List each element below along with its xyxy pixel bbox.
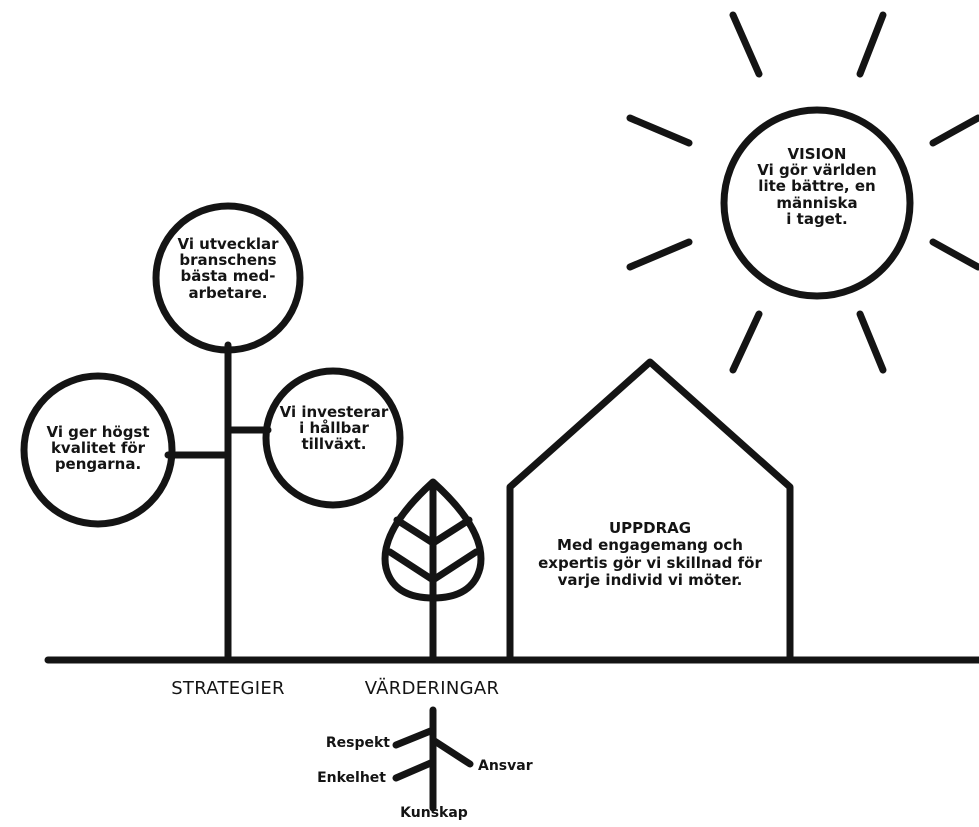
mission-text: UPPDRAG Med engagemang och expertis gör …	[538, 519, 762, 589]
strategy-circle-right	[262, 367, 404, 509]
values-leaf-vein-upper	[393, 516, 473, 547]
strategy-top-text: Vi utvecklar branschens bästa med- arbet…	[177, 235, 279, 302]
strategy-circle-left	[20, 372, 176, 528]
strategy-circle-top	[152, 202, 304, 354]
root-label-respekt: Respekt	[325, 735, 390, 751]
vision-text: VISION Vi gör världen lite bättre, en mä…	[757, 145, 877, 228]
sun-rays	[626, 11, 979, 374]
strategies-label: STRATEGIER	[171, 678, 285, 699]
values-root-ansvar	[429, 736, 474, 768]
root-label-kunskap: Kunskap	[400, 805, 468, 821]
values-root-enkelhet	[392, 758, 437, 782]
values-leaf-vein-lower	[386, 548, 480, 584]
values-root-respekt	[392, 726, 437, 749]
root-label-ansvar: Ansvar	[478, 758, 533, 774]
mission-house-outline	[506, 358, 794, 661]
strategy-left-text: Vi ger högst kvalitet för pengarna.	[46, 423, 150, 474]
sun-circle	[720, 106, 914, 300]
root-label-enkelhet: Enkelhet	[317, 770, 386, 786]
strategy-right-text: Vi investerar i hållbar tillväxt.	[279, 403, 389, 454]
values-label: VÄRDERINGAR	[364, 678, 500, 699]
